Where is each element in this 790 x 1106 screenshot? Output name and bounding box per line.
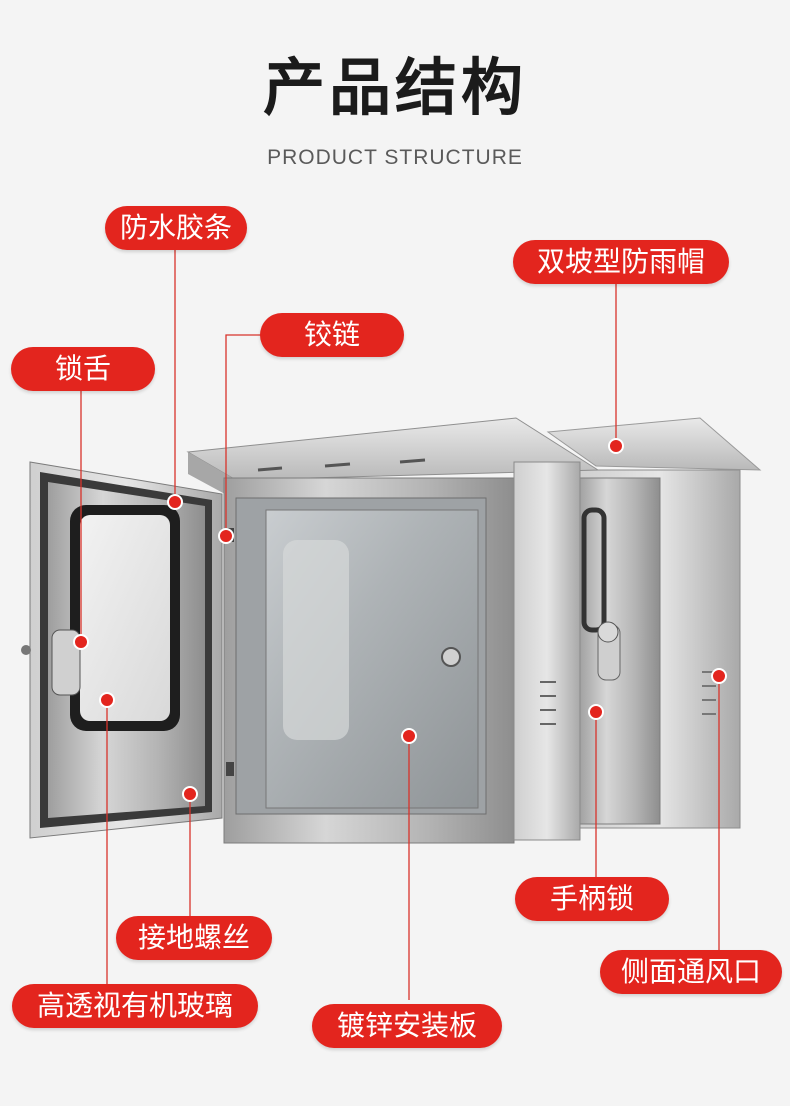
callout-handle-lock: 手柄锁 (515, 877, 669, 921)
callout-waterproof-strip: 防水胶条 (105, 206, 247, 250)
callout-galvanized-plate: 镀锌安装板 (312, 1004, 502, 1048)
open-door (21, 461, 223, 839)
callout-hinge: 铰链 (260, 313, 404, 357)
callout-glass: 高透视有机玻璃 (12, 984, 258, 1028)
page-title: 产品结构 (262, 51, 527, 124)
callout-grounding-screw: 接地螺丝 (116, 916, 272, 960)
rear-enclosure (546, 417, 762, 829)
main-enclosure (186, 417, 600, 844)
page-subtitle: PRODUCT STRUCTURE (267, 146, 523, 169)
callout-lock-tongue: 锁舌 (11, 347, 155, 391)
callout-rain-cap: 双坡型防雨帽 (513, 240, 729, 284)
callout-side-vent: 侧面通风口 (600, 950, 782, 994)
